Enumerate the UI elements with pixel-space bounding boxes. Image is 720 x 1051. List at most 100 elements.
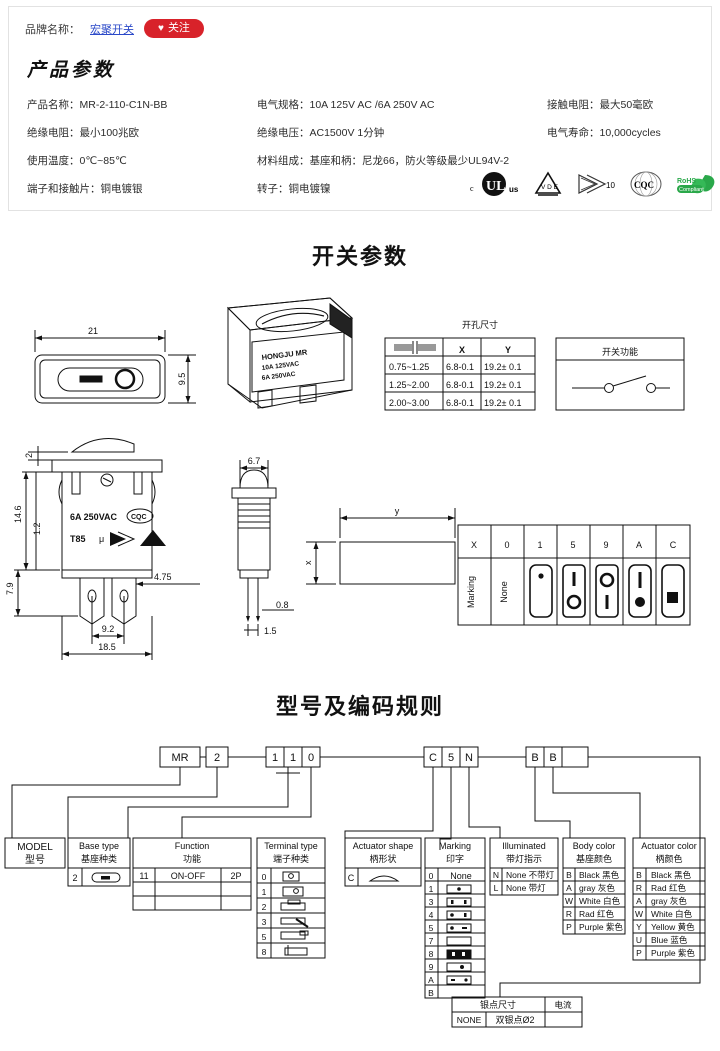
spec-cell: 材料组成：基座和柄：尼龙66，防火等级最少UL94V-2: [257, 155, 510, 167]
svg-text:5: 5: [262, 932, 267, 942]
svg-text:9.2: 9.2: [102, 624, 115, 634]
svg-text:White 白色: White 白色: [579, 896, 621, 906]
svg-text:Body color: Body color: [573, 841, 616, 851]
svg-text:6A 250VAC: 6A 250VAC: [70, 512, 118, 522]
svg-text:Y: Y: [636, 922, 642, 932]
indicator-lamp-drawing: 6.7 0.8 1.5: [231, 456, 294, 636]
svg-text:W: W: [635, 909, 643, 919]
code-string-boxes: MR 2 1 1 0 C 5 N B B: [159, 746, 589, 779]
svg-text:Actuator color: Actuator color: [641, 841, 697, 851]
svg-text:0: 0: [429, 871, 434, 881]
svg-text:0: 0: [262, 872, 267, 882]
rohs-compliant-icon: RoHS Compliant: [675, 169, 720, 199]
rear-view-drawing: 6A 250VAC T85 μ CQC 2 14.6: [5, 438, 200, 660]
vde-certification-icon: V D E: [533, 169, 563, 199]
ul-certification-icon: c UL us: [469, 169, 521, 199]
svg-text:Blue 蓝色: Blue 蓝色: [651, 935, 688, 945]
svg-text:ON-OFF: ON-OFF: [171, 871, 206, 881]
svg-text:6.8-0.1: 6.8-0.1: [446, 380, 474, 390]
svg-text:Base type: Base type: [79, 841, 119, 851]
svg-text:B: B: [428, 988, 434, 998]
svg-text:9: 9: [429, 962, 434, 972]
svg-text:Actuator shape: Actuator shape: [353, 841, 414, 851]
svg-text:2P: 2P: [230, 871, 241, 881]
svg-text:MODEL: MODEL: [17, 842, 53, 853]
svg-text:A: A: [636, 540, 642, 550]
svg-text:18.5: 18.5: [98, 642, 116, 652]
brand-name-link[interactable]: 宏聚开关: [90, 23, 134, 36]
svg-text:Yellow 黄色: Yellow 黄色: [651, 922, 695, 932]
svg-text:A: A: [566, 883, 572, 893]
svg-text:NONE: NONE: [457, 1015, 482, 1025]
follow-button[interactable]: ♥ 关注: [144, 19, 204, 39]
spec-cell: 产品名称：MR-2-110-C1N-BB: [27, 99, 168, 111]
svg-text:B: B: [566, 870, 572, 880]
svg-text:1: 1: [537, 540, 542, 550]
svg-text:0.8: 0.8: [276, 600, 289, 610]
svg-text:V D E: V D E: [541, 184, 559, 191]
svg-text:None 不带灯: None 不带灯: [506, 870, 555, 880]
svg-text:Marking: Marking: [439, 841, 471, 851]
brand-row: 品牌名称： 宏聚开关 ♥ 关注: [25, 19, 204, 39]
spec-grid: 产品名称：MR-2-110-C1N-BB 电气规格：10A 125V AC /6…: [27, 97, 697, 209]
cqc-certification-icon: CQC: [629, 169, 663, 199]
svg-text:U: U: [636, 935, 642, 945]
svg-text:带灯指示: 带灯指示: [506, 853, 542, 864]
svg-text:10A 125VAC: 10A 125VAC: [261, 360, 299, 372]
svg-text:W: W: [565, 896, 573, 906]
spec-cell: 使用温度：0℃~85℃: [27, 155, 127, 167]
svg-text:5: 5: [448, 752, 454, 764]
svg-text:19.2± 0.1: 19.2± 0.1: [484, 362, 521, 372]
svg-text:2: 2: [24, 453, 34, 458]
svg-text:c: c: [470, 184, 474, 193]
svg-text:9.5: 9.5: [177, 373, 187, 386]
model-coding-diagram: MR 2 1 1 0 C 5 N B B: [4, 746, 706, 1028]
section-title-coding-rules: 型号及编码规则: [275, 695, 444, 720]
svg-text:R: R: [566, 909, 572, 919]
coding-box-body-color: Body color 基座颜色 B Black 黑色 A gray 灰色 W W…: [562, 837, 626, 935]
spec-cell: [547, 153, 697, 168]
svg-text:Marking: Marking: [466, 576, 476, 608]
svg-text:P: P: [566, 922, 572, 932]
svg-text:Black 黑色: Black 黑色: [579, 870, 620, 880]
follow-button-label: 关注: [167, 22, 190, 34]
svg-text:8: 8: [262, 947, 267, 957]
svg-text:None: None: [499, 581, 509, 603]
svg-text:6A 250VAC: 6A 250VAC: [261, 371, 296, 382]
coding-box-illuminated: Illuminated 带灯指示 N None 不带灯 L None 带灯: [489, 837, 559, 896]
svg-text:1: 1: [290, 752, 296, 764]
svg-text:1: 1: [429, 884, 434, 894]
svg-text:x: x: [303, 560, 313, 565]
svg-text:Black 黑色: Black 黑色: [651, 870, 692, 880]
svg-text:8: 8: [429, 949, 434, 959]
svg-text:基座种类: 基座种类: [81, 853, 117, 864]
svg-text:功能: 功能: [183, 853, 201, 864]
svg-text:双银点Ø2: 双银点Ø2: [495, 1014, 534, 1025]
svg-text:3: 3: [262, 917, 267, 927]
svg-text:2: 2: [72, 873, 77, 883]
svg-text:Purple 紫色: Purple 紫色: [579, 922, 623, 932]
svg-text:6.7: 6.7: [248, 456, 261, 466]
page-title: 产品参数: [27, 59, 116, 81]
switch-isometric-photo: HONGJU MR 10A 125VAC 6A 250VAC: [226, 297, 354, 409]
section-title-switch-params: 开关参数: [311, 245, 408, 270]
svg-text:1.25~2.00: 1.25~2.00: [389, 380, 429, 390]
svg-text:None: None: [450, 871, 472, 881]
svg-text:UL: UL: [486, 179, 505, 194]
svg-text:开孔尺寸: 开孔尺寸: [462, 319, 498, 330]
svg-text:C: C: [670, 540, 677, 550]
svg-text:Function: Function: [175, 841, 210, 851]
svg-text:10: 10: [606, 181, 615, 190]
svg-text:11: 11: [139, 871, 148, 881]
svg-text:2: 2: [262, 902, 267, 912]
svg-text:MR: MR: [171, 752, 188, 764]
svg-text:R: R: [636, 883, 642, 893]
svg-text:CQC: CQC: [634, 180, 654, 190]
spec-cell: 转子：铜电镀镍: [257, 183, 331, 195]
svg-text:4.75: 4.75: [154, 572, 172, 582]
svg-text:电流: 电流: [554, 1000, 572, 1010]
coding-box-actuator-color: Actuator color 柄颜色 B Black 黑色 R Rad 红色 A…: [632, 837, 706, 961]
svg-text:B: B: [531, 752, 538, 764]
spec-cell: 接触电阻：最大50毫欧: [547, 99, 654, 111]
svg-text:9: 9: [603, 540, 608, 550]
